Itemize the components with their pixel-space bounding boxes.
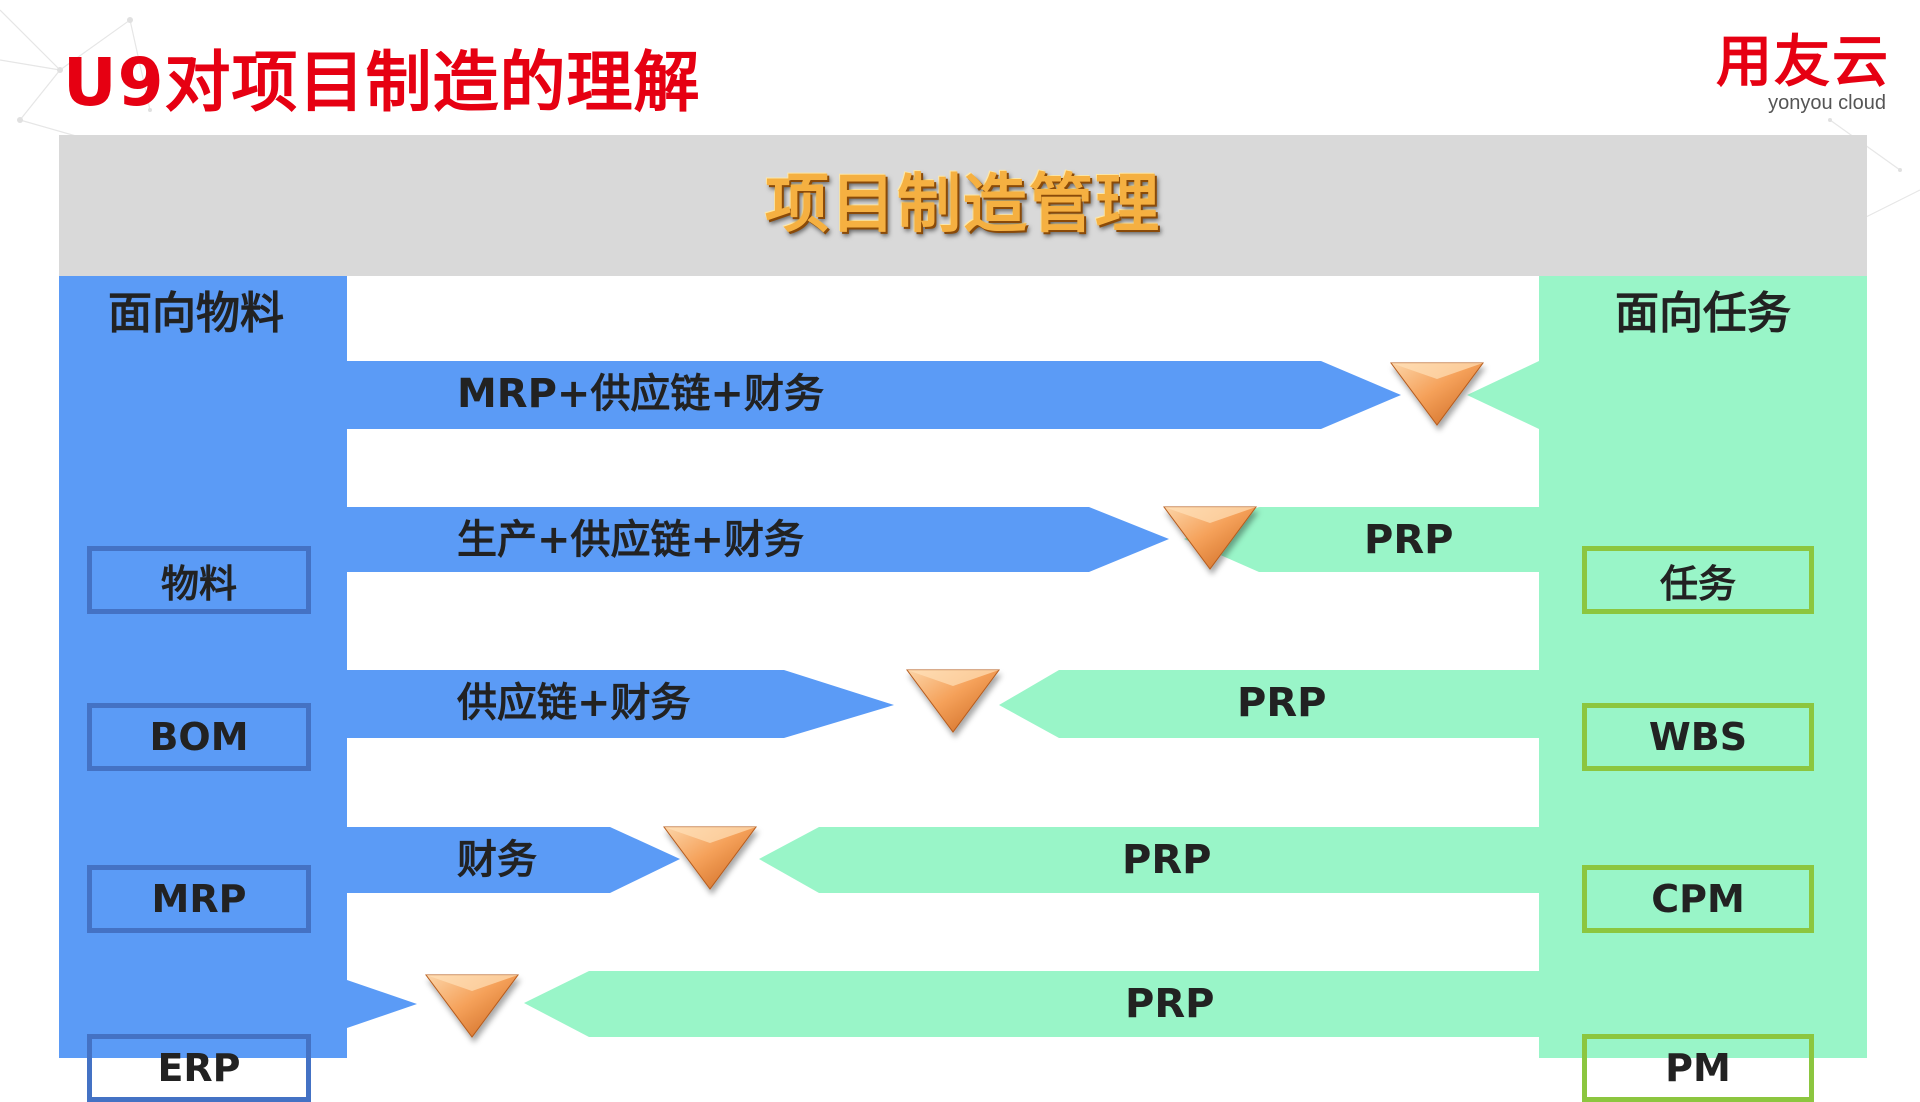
green-arrow-label-2: PRP <box>1237 680 1327 726</box>
left-box-mrp: MRP <box>87 865 311 933</box>
right-box-cpm: CPM <box>1582 865 1814 933</box>
triangle-marker-5 <box>425 974 519 1038</box>
blue-arrow-3 <box>347 670 894 738</box>
triangle-marker-2 <box>1163 506 1257 570</box>
blue-arrow-5 <box>347 980 417 1028</box>
diagram-header-bar: 项目制造管理 <box>59 135 1867 276</box>
logo-chinese-text: 用友云 <box>1716 30 1890 95</box>
green-arrow-2 <box>1184 507 1539 572</box>
blue-arrow-label-4: 财务 <box>457 837 537 883</box>
triangle-marker-4 <box>663 826 757 890</box>
brand-logo: 用友云 yonyou cloud <box>1700 30 1890 120</box>
green-arrow-label-1: PRP <box>1364 517 1454 563</box>
left-panel-material: 面向物料 物料 BOM MRP ERP <box>59 276 347 1102</box>
right-panel-task: 面向任务 任务 WBS CPM PM <box>1539 276 1867 1102</box>
blue-arrow-2 <box>347 507 1169 572</box>
green-arrow-5 <box>524 971 1539 1037</box>
blue-arrow-label-1: MRP+供应链+财务 <box>457 371 824 417</box>
blue-arrow-1 <box>347 361 1401 429</box>
logo-english-text: yonyou cloud <box>1768 92 1886 114</box>
triangle-marker-1 <box>1390 362 1484 426</box>
green-arrow-3 <box>999 670 1539 738</box>
green-arrow-4 <box>759 827 1539 893</box>
left-panel-title: 面向物料 <box>108 288 284 339</box>
blue-arrow-4 <box>347 827 680 893</box>
diagram-frame: 项目制造管理 面向物料 物料 BOM MRP ERP 面向任务 任务 WBS C… <box>59 135 1867 1102</box>
page-title: U9对项目制造的理解 <box>63 44 701 121</box>
diagram-header-title: 项目制造管理 <box>765 168 1161 242</box>
blue-arrow-label-2: 生产+供应链+财务 <box>457 517 805 563</box>
right-box-task: 任务 <box>1582 546 1814 614</box>
green-arrow-1 <box>1467 361 1539 429</box>
triangle-marker-3 <box>906 669 1000 733</box>
green-arrow-label-3: PRP <box>1122 837 1212 883</box>
green-arrow-label-4: PRP <box>1125 981 1215 1027</box>
right-panel-title: 面向任务 <box>1615 288 1791 339</box>
arrows-layer <box>347 361 1539 1038</box>
blue-arrow-label-3: 供应链+财务 <box>457 680 691 726</box>
left-box-material: 物料 <box>87 546 311 614</box>
left-box-bom: BOM <box>87 703 311 771</box>
right-box-wbs: WBS <box>1582 703 1814 771</box>
